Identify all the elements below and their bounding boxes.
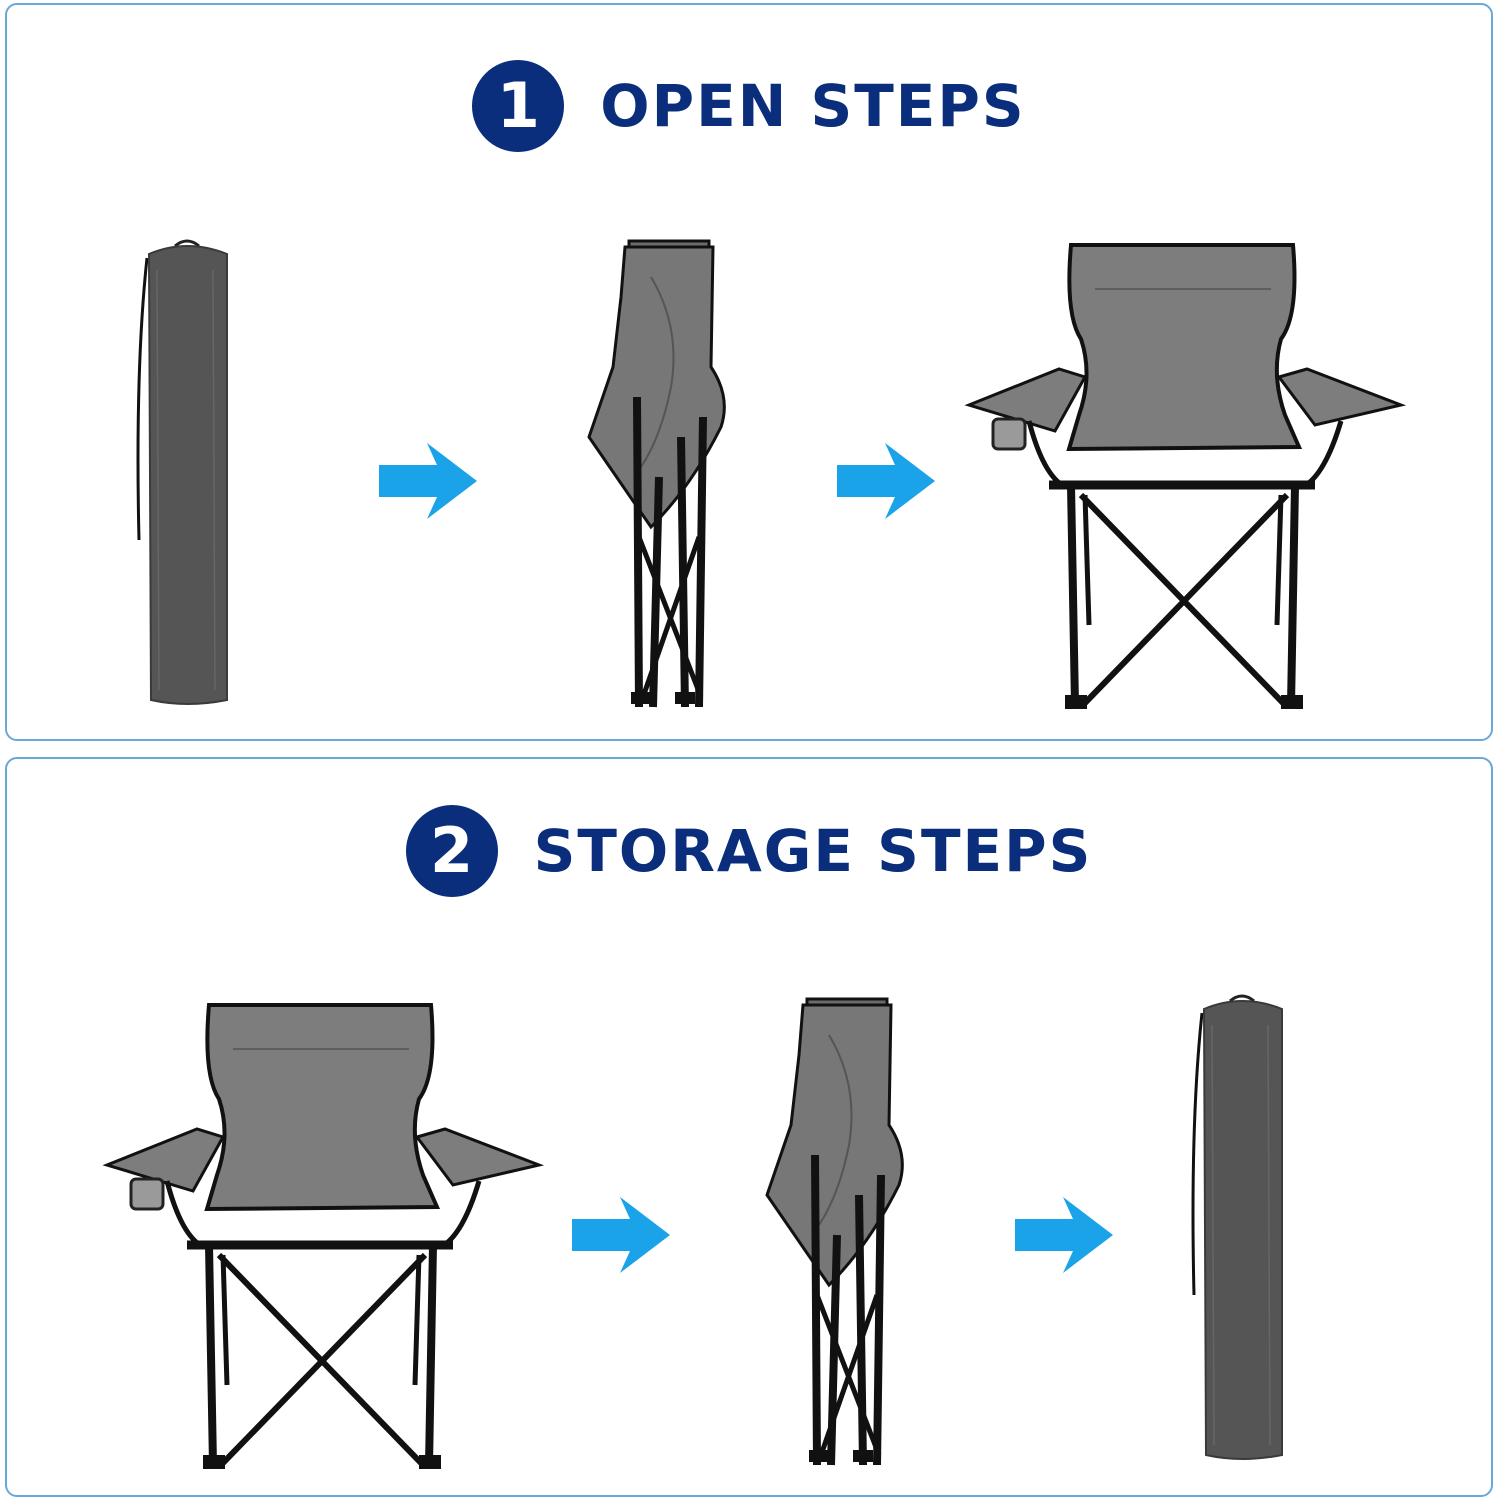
section-title: STORAGE STEPS — [533, 817, 1093, 885]
arrow-right-icon — [837, 443, 937, 523]
arrow-right-icon — [379, 443, 479, 523]
chair-bag-image — [127, 239, 257, 720]
step-number-badge: 2 — [405, 805, 498, 897]
chair-bag-image — [1182, 994, 1312, 1475]
folded-chair-image — [759, 995, 909, 1475]
arrow-right-icon — [572, 1197, 672, 1277]
folded-chair-image — [581, 237, 731, 717]
open-steps-panel: 1 OPEN STEPS — [5, 3, 1493, 741]
open-chair-image — [965, 235, 1405, 720]
storage-steps-heading: 2 STORAGE STEPS — [7, 805, 1491, 897]
arrow-right-icon — [1015, 1197, 1115, 1277]
open-steps-heading: 1 OPEN STEPS — [7, 60, 1491, 152]
storage-steps-panel: 2 STORAGE STEPS — [5, 757, 1493, 1497]
section-title: OPEN STEPS — [600, 72, 1026, 140]
open-chair-image — [103, 995, 543, 1480]
step-number-badge: 1 — [472, 60, 565, 152]
